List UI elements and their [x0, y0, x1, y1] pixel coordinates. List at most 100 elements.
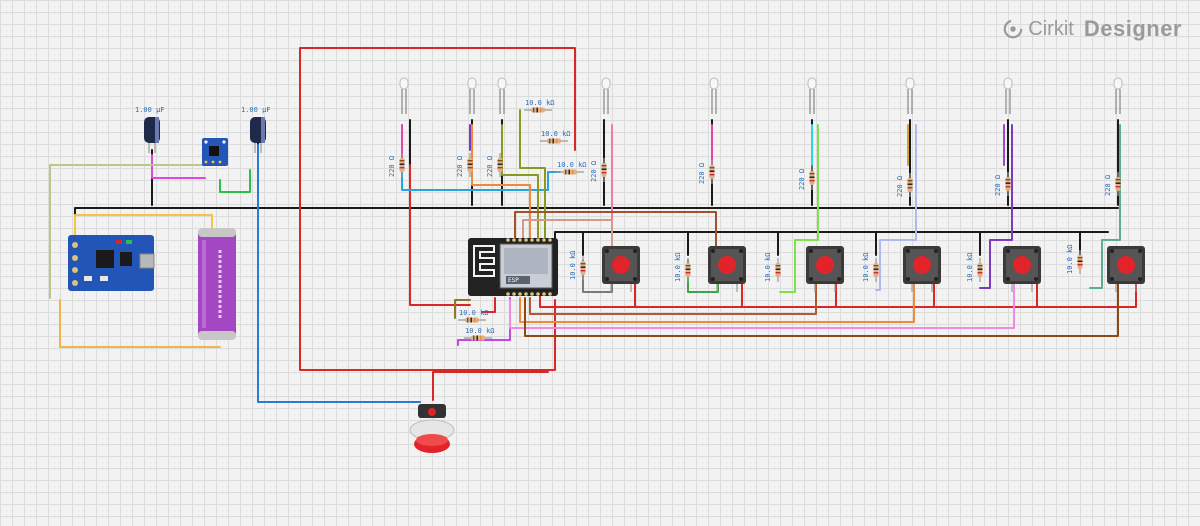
resistor-13[interactable]: 10.0 kΩ: [862, 252, 879, 282]
led-7[interactable]: [905, 77, 915, 114]
resistor-7[interactable]: 220 Ω: [896, 173, 913, 197]
push-button-6[interactable]: [1107, 246, 1145, 292]
green-cap-wire: [219, 169, 251, 193]
resistor-3[interactable]: 220 Ω: [486, 153, 503, 177]
resistor-18[interactable]: 10.0 kΩ: [556, 161, 587, 175]
resistor-4-label: 220 Ω: [590, 161, 598, 182]
magenta-cap-wire: [151, 154, 206, 179]
capacitor-2-label: 1.00 µF: [241, 106, 271, 114]
push-buttons: [602, 246, 1145, 292]
resistor-19[interactable]: 10.0 kΩ: [458, 309, 489, 323]
resistor-15[interactable]: 10.0 kΩ: [1066, 244, 1083, 274]
battery[interactable]: [198, 228, 236, 340]
svg-text:ESP: ESP: [508, 277, 519, 284]
brown-bus-wire: [524, 281, 1119, 337]
led-5[interactable]: [709, 77, 719, 114]
olive-res-wire: [501, 124, 539, 241]
red-loop-wire: [299, 47, 576, 371]
lime-led-wire: [779, 124, 819, 293]
resistor-12-label: 10.0 kΩ: [764, 252, 772, 282]
resistor-12[interactable]: 10.0 kΩ: [764, 252, 781, 282]
capacitor-2[interactable]: 1.00 µF: [241, 106, 271, 153]
resistor-6-label: 220 Ω: [798, 169, 806, 190]
red-bus-wire: [539, 281, 1137, 308]
resistor-1-label: 220 Ω: [388, 156, 396, 177]
lightblue-led-wire: [401, 124, 561, 191]
led-3[interactable]: [497, 77, 507, 114]
sensor-module[interactable]: [202, 138, 228, 166]
olive-top-wire: [519, 109, 546, 241]
resistor-9[interactable]: 220 Ω: [1104, 172, 1121, 196]
red-led-wire: [409, 164, 471, 306]
capacitor-1-label: 1.00 µF: [135, 106, 165, 114]
capacitor-1[interactable]: 1.00 µF: [135, 106, 165, 153]
resistor-13-label: 10.0 kΩ: [862, 252, 870, 282]
led-8[interactable]: [1003, 77, 1013, 114]
led-row: [399, 77, 1123, 114]
push-button-4[interactable]: [903, 246, 941, 292]
resistor-5[interactable]: 220 Ω: [698, 160, 715, 184]
resistor-10-label: 10.0 kΩ: [569, 250, 577, 280]
resistor-14-label: 10.0 kΩ: [966, 252, 974, 282]
led-2[interactable]: [467, 77, 477, 114]
resistor-11-label: 10.0 kΩ: [674, 252, 682, 282]
brand-word-2: Designer: [1083, 16, 1182, 41]
seagreen-led-wire: [1089, 124, 1121, 289]
resistor-3-label: 220 Ω: [486, 156, 494, 177]
pink-bus-wire: [509, 281, 1015, 329]
tan-top-wire: [522, 219, 613, 256]
lavender-led-wire: [875, 124, 917, 291]
orange-charger-wire: [59, 299, 221, 348]
brand-watermark: Cirkit Designer: [1002, 16, 1182, 42]
push-button-5[interactable]: [1003, 246, 1041, 292]
resistor-2-label: 220 Ω: [456, 156, 464, 177]
resistor-4[interactable]: 220 Ω: [590, 158, 607, 182]
red-res-wire: [481, 297, 496, 313]
resistor-11[interactable]: 10.0 kΩ: [674, 252, 691, 282]
panel-switch[interactable]: [409, 404, 455, 453]
resistor-7-label: 220 Ω: [896, 176, 904, 197]
resistor-8[interactable]: 220 Ω: [994, 172, 1011, 196]
resistor-19-label: 10.0 kΩ: [459, 309, 489, 317]
orange-bus-wire: [519, 281, 915, 323]
led-9[interactable]: [1113, 77, 1123, 114]
charger-board[interactable]: [68, 235, 155, 291]
resistor-20[interactable]: 10.0 kΩ: [464, 327, 495, 341]
resistor-15-label: 10.0 kΩ: [1066, 244, 1074, 274]
button-bus-wire: [554, 231, 1109, 256]
resistor-10[interactable]: 10.0 kΩ: [569, 250, 586, 280]
brown-top-wire: [514, 211, 717, 256]
purple-led-wire: [979, 124, 1013, 289]
push-button-1[interactable]: [602, 246, 640, 292]
sage-charger-wire: [49, 164, 206, 299]
resistor-2[interactable]: 220 Ω: [456, 153, 473, 177]
microcontroller-board[interactable]: ESP: [468, 238, 558, 296]
brown-mid-wire: [529, 281, 817, 315]
resistor-5-label: 220 Ω: [698, 163, 706, 184]
microcontroller-pins: [506, 238, 552, 296]
resistor-6[interactable]: 220 Ω: [798, 166, 815, 190]
blue-switch-wire: [257, 144, 421, 403]
cirkit-logo-icon: [1003, 19, 1023, 39]
yellow-charger-wire: [74, 214, 213, 251]
led-1[interactable]: [399, 77, 409, 114]
push-button-2[interactable]: [708, 246, 746, 292]
resistor-18-label: 10.0 kΩ: [557, 161, 587, 169]
led-6[interactable]: [807, 77, 817, 114]
resistor-9-label: 220 Ω: [1104, 175, 1112, 196]
resistor-17[interactable]: 10.0 kΩ: [540, 130, 571, 144]
resistor-1[interactable]: 220 Ω: [388, 153, 405, 177]
red-switch-wire: [432, 371, 549, 401]
push-button-3[interactable]: [806, 246, 844, 292]
olive-res2-wire: [454, 299, 471, 319]
resistor-16-label: 10.0 kΩ: [525, 99, 555, 107]
resistor-20-label: 10.0 kΩ: [465, 327, 495, 335]
resistor-17-label: 10.0 kΩ: [541, 130, 571, 138]
resistor-16[interactable]: 10.0 kΩ: [524, 99, 555, 113]
brand-word-1: Cirkit: [1028, 17, 1074, 40]
wires: [49, 47, 1137, 403]
resistors: 220 Ω 220 Ω 220 Ω 220 Ω 220 Ω 220 Ω 220 Ω 220 Ω…: [388, 99, 1121, 341]
led-4[interactable]: [601, 77, 611, 114]
resistor-14[interactable]: 10.0 kΩ: [966, 252, 983, 282]
